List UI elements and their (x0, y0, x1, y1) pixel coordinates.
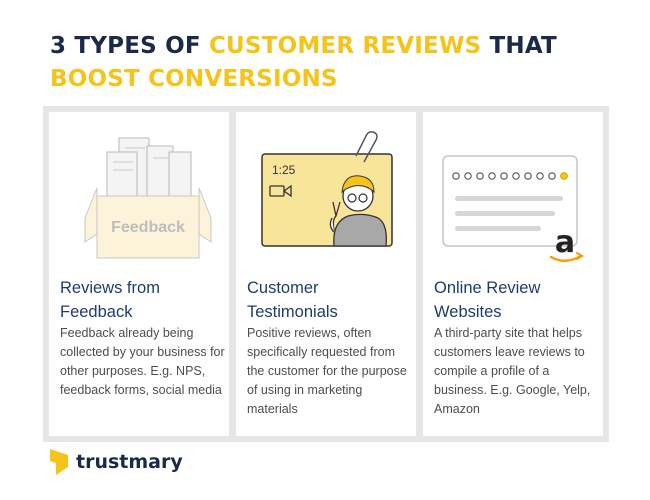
card-body: A third-party site that helps customers … (434, 326, 591, 416)
card-heading: Online Review Websites (434, 279, 541, 321)
review-website-icon: a (442, 155, 584, 262)
trustmary-logo-icon (50, 449, 68, 475)
brand: trustmary (50, 447, 183, 477)
card-testimonials: 1:25 Customer Testimonials Positive revi… (236, 112, 416, 436)
title-part-3: THAT (481, 33, 557, 59)
card-feedback: Feedback Reviews from Feedback Feedback … (49, 112, 229, 436)
feedback-box-icon: Feedback (84, 137, 212, 259)
card-review-websites: a Online Review Websites A third-party s… (423, 112, 603, 436)
title-part-2: CUSTOMER REVIEWS (208, 33, 482, 59)
title-part-1: 3 TYPES OF (50, 33, 209, 59)
video-timer: 1:25 (272, 163, 296, 177)
brand-name: trustmary (76, 451, 183, 473)
card-body: Positive reviews, often specifically req… (247, 326, 407, 416)
feedback-box-label: Feedback (111, 219, 185, 236)
video-testimonial-icon: 1:25 (261, 131, 393, 247)
card-body: Feedback already being collected by your… (60, 326, 225, 397)
amazon-logo-icon: a (555, 225, 575, 260)
rating-circles (452, 172, 556, 180)
card-heading: Reviews from Feedback (60, 279, 160, 321)
page-title: 3 TYPES OF CUSTOMER REVIEWS THAT BOOST C… (50, 30, 610, 96)
cards-panel: Feedback Reviews from Feedback Feedback … (43, 106, 609, 442)
title-part-4: BOOST CONVERSIONS (50, 66, 338, 92)
card-heading: Customer Testimonials (247, 279, 338, 321)
